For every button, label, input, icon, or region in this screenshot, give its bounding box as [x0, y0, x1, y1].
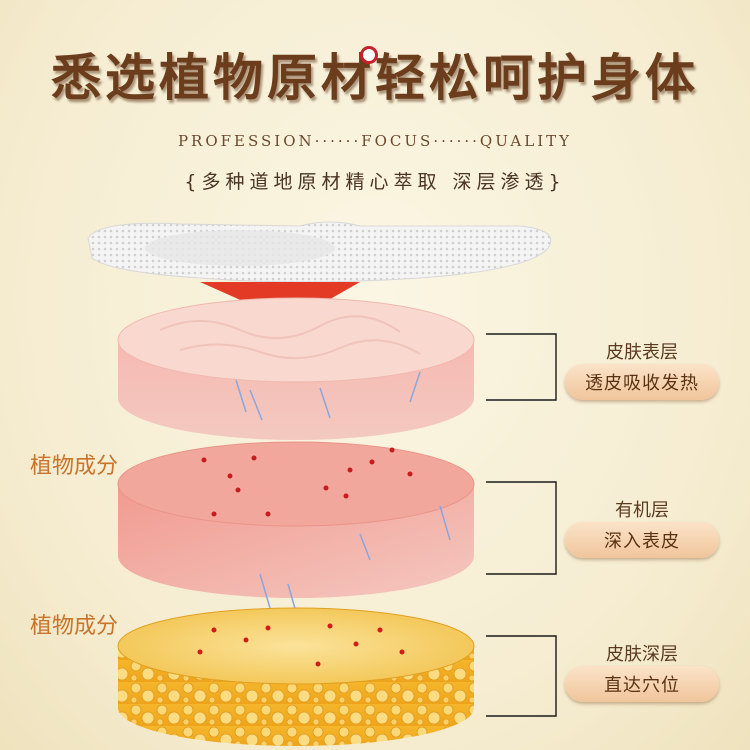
ingredient-label-1: 植物成分 [30, 454, 119, 479]
bracket-2 [486, 481, 557, 575]
title-ornament-icon [360, 46, 378, 64]
layer-1-desc: 透皮吸收发热 [565, 364, 719, 400]
layer-3-disk [117, 607, 475, 746]
subtitle-english: PROFESSION······FOCUS······QUALITY [177, 132, 573, 150]
layer-3-name: 皮肤深层 [606, 644, 678, 665]
layer-1-name: 皮肤表层 [606, 342, 678, 363]
bracket-3 [486, 635, 557, 717]
bracket-1 [486, 333, 557, 401]
layer-2-name: 有机层 [615, 500, 669, 521]
layer-1-disk [117, 297, 475, 440]
subtitle-chinese: {多种道地原材精心萃取 深层渗透} [184, 171, 566, 193]
ingredient-label-2: 植物成分 [30, 614, 119, 639]
patch-pad [145, 230, 335, 266]
layer-2-desc: 深入表皮 [565, 522, 719, 558]
layer-2-disk [117, 441, 475, 613]
layer-3-desc: 直达穴位 [565, 666, 719, 702]
